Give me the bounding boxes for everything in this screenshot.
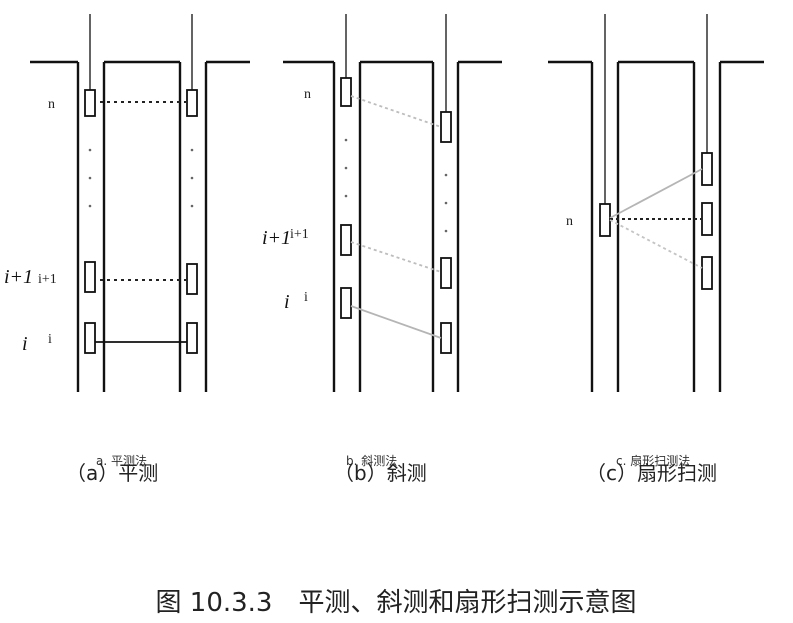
figure-caption: 图 10.3.3 平测、斜测和扇形扫测示意图 xyxy=(156,588,637,618)
label-i1-italic: i+1 xyxy=(262,227,291,249)
probe-right-i xyxy=(440,322,452,354)
probe-right-n xyxy=(186,89,198,117)
caption-c: （c）扇形扫测 xyxy=(586,461,717,485)
label-i1-italic: i+1 xyxy=(4,266,33,288)
probe-left-i1 xyxy=(340,224,352,256)
caption-ghost-b: b. 斜测法 xyxy=(346,454,397,468)
probe-right-middle xyxy=(701,202,713,236)
ellipsis-dots-left xyxy=(88,148,92,208)
probe-left-n xyxy=(599,203,611,237)
label-i1-small: i+1 xyxy=(38,272,57,287)
probe-left-n xyxy=(84,89,96,117)
ray-oblique-i1 xyxy=(350,241,442,273)
caption-ghost-c: c. 扇形扫测法 xyxy=(616,453,690,468)
fan-ray-lower xyxy=(609,219,703,269)
panel-b: n i+1 i+1 i i b. 斜测法 （b）斜测 xyxy=(262,14,502,485)
label-n: n xyxy=(304,87,311,102)
caption-a: （a）平测 xyxy=(66,461,158,485)
ellipsis-dots-right xyxy=(190,148,194,208)
label-i-small: i xyxy=(48,332,52,347)
label-i-small: i xyxy=(304,290,308,305)
caption-b: （b）斜测 xyxy=(334,461,427,485)
probe-left-n xyxy=(340,77,352,107)
panel-c: n c. 扇形扫测法 （c）扇形扫测 xyxy=(548,14,764,485)
label-i-italic: i xyxy=(284,291,290,313)
ray-oblique-n xyxy=(350,95,442,128)
probe-left-i xyxy=(340,287,352,319)
probe-right-i xyxy=(186,322,198,354)
panel-a: n i+1 i+1 i i a. 平测法 （a）平测 xyxy=(4,14,250,485)
probe-right-i1 xyxy=(440,257,452,289)
probe-left-i1 xyxy=(84,261,96,293)
probe-left-i xyxy=(84,322,96,354)
fan-ray-upper xyxy=(609,168,703,219)
ellipsis-dots-right xyxy=(444,173,448,233)
probe-right-n xyxy=(440,111,452,143)
probe-right-lower xyxy=(701,256,713,290)
ray-oblique-i xyxy=(350,305,442,339)
probe-right-upper xyxy=(701,152,713,186)
label-n: n xyxy=(48,97,55,112)
label-i1-small: i+1 xyxy=(290,227,309,242)
caption-ghost-a: a. 平测法 xyxy=(96,454,147,468)
label-n: n xyxy=(566,214,573,229)
label-i-italic: i xyxy=(22,333,28,355)
ellipsis-dots-left xyxy=(344,138,348,198)
probe-right-i1 xyxy=(186,263,198,295)
